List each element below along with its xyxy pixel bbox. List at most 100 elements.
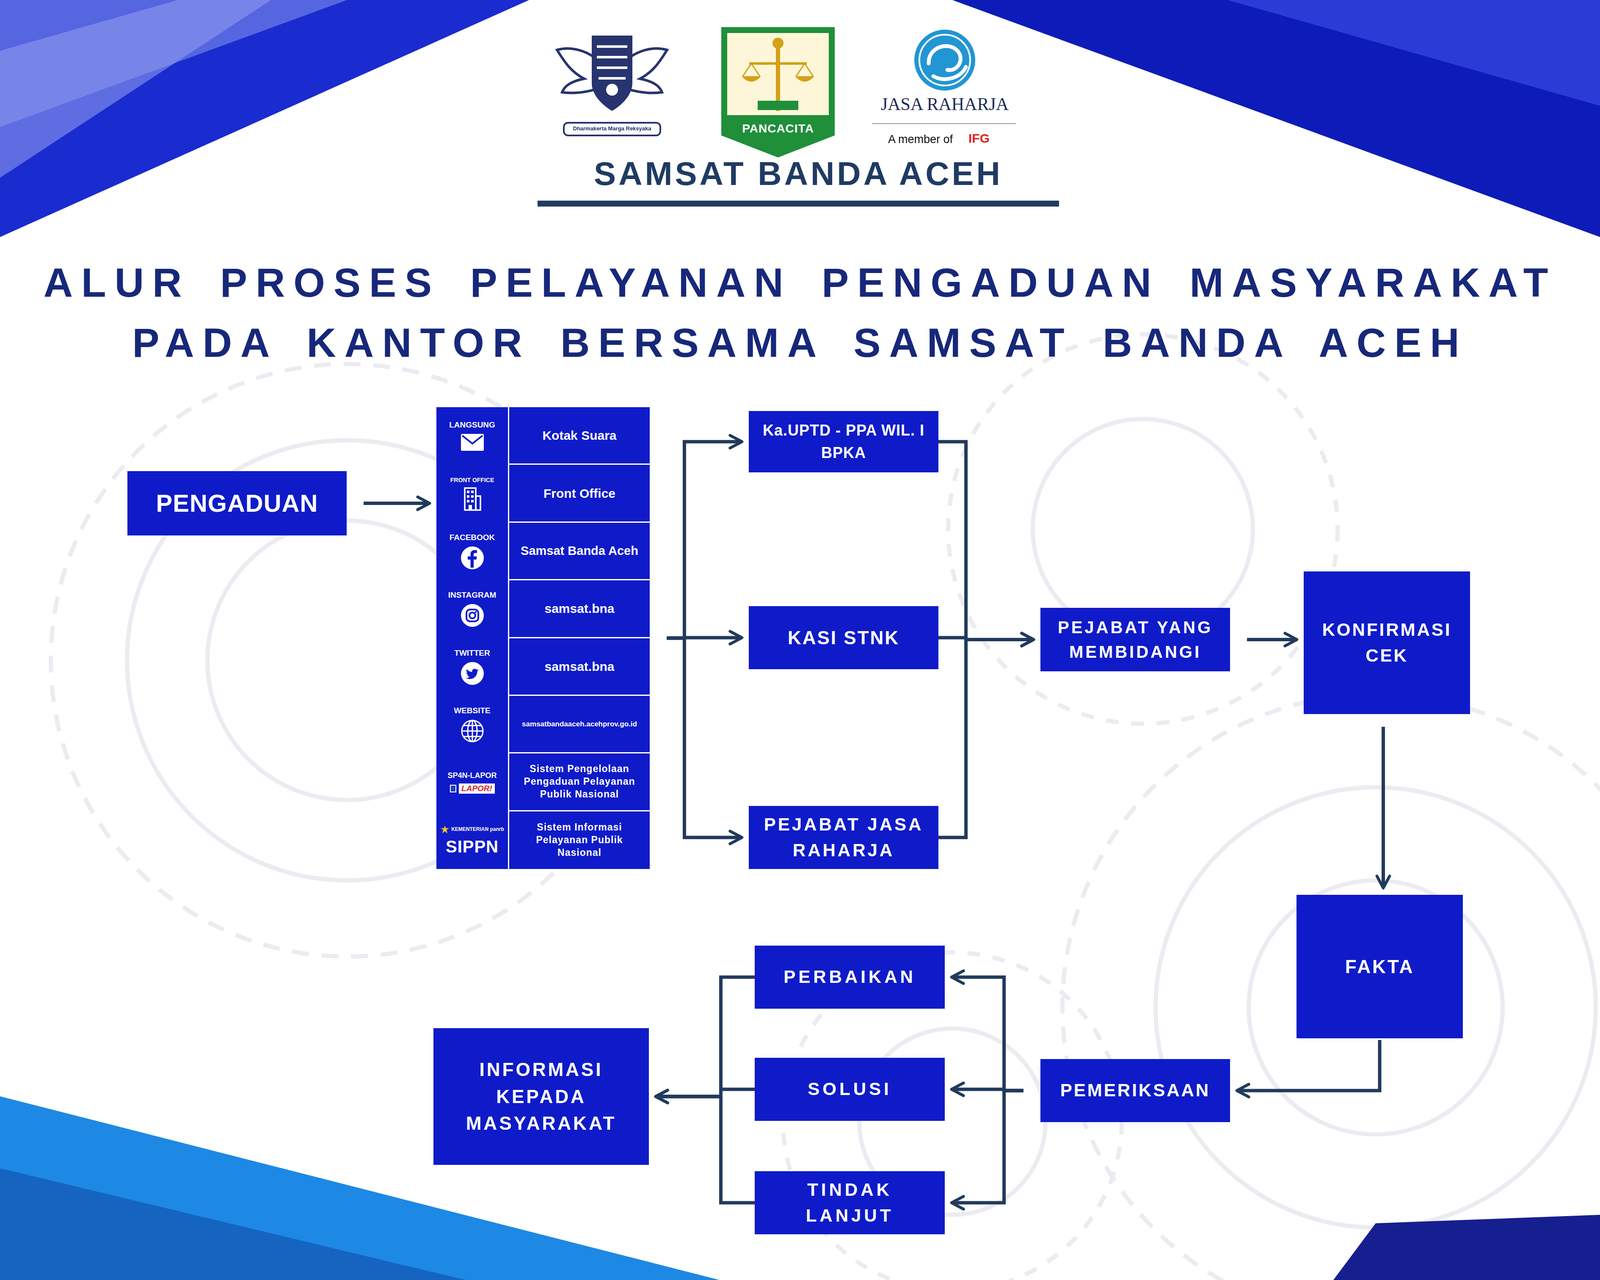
decoration bbox=[468, 504, 472, 511]
channel-icon bbox=[460, 603, 485, 628]
decoration bbox=[469, 612, 476, 619]
decoration bbox=[460, 603, 485, 628]
node-label: INFORMASI KEPADA MASYARAKAT bbox=[438, 1056, 644, 1137]
flow-arrow bbox=[666, 638, 743, 838]
channel-row: LANGSUNG Kotak Suara bbox=[436, 407, 650, 465]
channel-row: TWITTER samsat.bna bbox=[436, 638, 650, 696]
decoration bbox=[440, 824, 450, 835]
decoration bbox=[460, 661, 485, 686]
decoration bbox=[721, 27, 835, 158]
node-label: Ka.UPTD - PPA WIL. I BPKA bbox=[753, 419, 934, 464]
channel-row: FACEBOOK Samsat Banda Aceh bbox=[436, 522, 650, 581]
node-label: KASI STNK bbox=[753, 624, 934, 652]
channel-type-cell: LANGSUNG bbox=[436, 407, 508, 465]
channel-address-cell: samsat.bna bbox=[507, 580, 650, 638]
channel-address: samsat.bna bbox=[544, 658, 615, 675]
channel-icon bbox=[449, 783, 458, 794]
decoration bbox=[1155, 787, 1596, 1228]
channel-type-cell: SP4N-LAPOR LAPOR! bbox=[436, 753, 508, 812]
node-label: PENGADUAN bbox=[133, 485, 341, 522]
channel-address: Front Office bbox=[543, 485, 616, 502]
channel-row: WEBSITE samsatbandaaceh.acehprov.go.id bbox=[436, 695, 650, 754]
channel-icon bbox=[460, 545, 485, 571]
decoration bbox=[772, 37, 784, 49]
channel-address-cell: Samsat Banda Aceh bbox=[507, 522, 650, 581]
channel-type-line: INSTAGRAM bbox=[448, 590, 497, 600]
decoration bbox=[742, 63, 814, 77]
decoration bbox=[471, 490, 474, 494]
decoration bbox=[0, 0, 271, 178]
channel-type-cell: FRONT OFFICE bbox=[436, 464, 508, 523]
decoration bbox=[460, 433, 484, 451]
official-box: KASI STNK bbox=[748, 606, 939, 670]
decoration bbox=[606, 83, 618, 96]
flow-arrow bbox=[1246, 637, 1297, 642]
channel-address: Sistem Informasi Pelayanan Publik Nasion… bbox=[513, 821, 646, 860]
channel-type: WEBSITE bbox=[453, 706, 491, 716]
channel-type-line: LANGSUNG bbox=[449, 420, 496, 430]
decoration bbox=[466, 609, 479, 622]
decoration bbox=[461, 720, 483, 742]
channel-address-cell: Front Office bbox=[507, 464, 650, 523]
node-label: PEMERIKSAAN bbox=[1045, 1077, 1225, 1104]
channel-type-cell: INSTAGRAM bbox=[436, 580, 508, 638]
decoration bbox=[460, 546, 484, 570]
decoration bbox=[464, 488, 476, 511]
decoration bbox=[914, 29, 976, 91]
police-logo bbox=[557, 35, 668, 136]
flow-arrow bbox=[1236, 1040, 1380, 1091]
decoration bbox=[1062, 694, 1600, 1280]
diagram-title: ALUR PROSES PELAYANAN PENGADUAN MASYARAK… bbox=[8, 252, 1592, 373]
decoration bbox=[462, 486, 483, 512]
logo-motto: PANCACITA bbox=[724, 121, 832, 136]
decoration bbox=[460, 662, 484, 685]
decoration bbox=[1333, 1214, 1600, 1280]
flow-arrow bbox=[1381, 726, 1385, 889]
decoration bbox=[466, 495, 470, 498]
channel-icon bbox=[440, 824, 450, 835]
channel-address-cell: samsatbandaaceh.acehprov.go.id bbox=[507, 695, 650, 754]
decoration bbox=[450, 785, 456, 792]
logo-name: JASA RAHARJA bbox=[859, 93, 1031, 115]
official-box: Ka.UPTD - PPA WIL. I BPKA bbox=[748, 411, 939, 473]
flow-arrow bbox=[363, 501, 430, 505]
logo-motto: Dharmakerta Marga Reksyaka bbox=[565, 125, 659, 133]
channel-address-cell: Kotak Suara bbox=[507, 407, 650, 465]
ornament bbox=[50, 334, 1600, 1280]
channel-type-line: KEMENTERIAN panrb bbox=[440, 824, 505, 835]
channel-row: FRONT OFFICE Front Office bbox=[436, 464, 650, 523]
channel-icon bbox=[460, 718, 485, 744]
channel-address-cell: Sistem Informasi Pelayanan Publik Nasion… bbox=[507, 811, 650, 869]
decoration bbox=[727, 33, 829, 116]
decoration bbox=[1248, 880, 1503, 1135]
channel-type-cell: TWITTER bbox=[436, 638, 508, 696]
channel-type: LANGSUNG bbox=[449, 420, 496, 430]
channel-address: samsat.bna bbox=[544, 600, 615, 617]
decoration bbox=[449, 783, 458, 794]
channel-type-cell: WEBSITE bbox=[436, 695, 508, 754]
process-box: PEMERIKSAAN bbox=[1040, 1059, 1231, 1123]
decoration bbox=[1032, 419, 1253, 640]
channel-icon bbox=[460, 661, 485, 686]
channel-logo: LAPOR! bbox=[449, 783, 495, 795]
decoration bbox=[465, 668, 479, 679]
channel-icon bbox=[460, 433, 485, 452]
channel-type-line: TWITTER bbox=[454, 648, 490, 658]
decoration bbox=[467, 549, 478, 568]
aceh-logo bbox=[721, 27, 835, 158]
decoration bbox=[0, 0, 530, 238]
decoration bbox=[591, 35, 633, 111]
decoration bbox=[928, 46, 966, 80]
decoration bbox=[461, 720, 483, 742]
decoration bbox=[460, 604, 484, 627]
flow-arrow bbox=[938, 639, 1034, 838]
node-label: FAKTA bbox=[1301, 953, 1458, 981]
channel-type-line: FACEBOOK bbox=[449, 532, 496, 543]
channel-type: KEMENTERIAN panrb bbox=[451, 826, 505, 833]
channel-address: Sistem Pengelolaan Pengaduan Pelayanan P… bbox=[513, 762, 646, 801]
decoration bbox=[563, 122, 661, 136]
decoration bbox=[460, 718, 485, 744]
channel-type: SP4N-LAPOR bbox=[447, 771, 497, 781]
process-box: PEJABAT YANG MEMBIDANGI bbox=[1040, 607, 1231, 672]
